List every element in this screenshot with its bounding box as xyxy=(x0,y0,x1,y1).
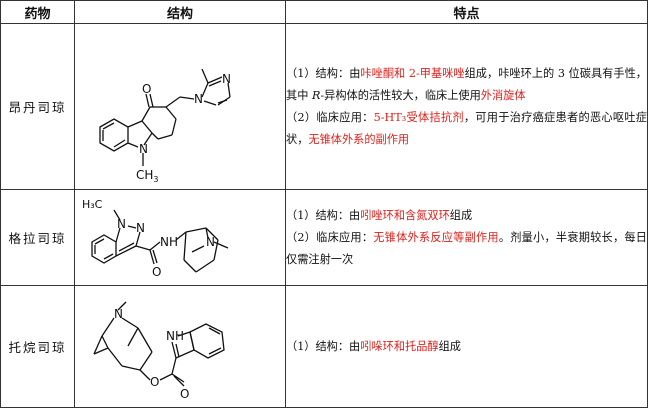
header-drug: 药物 xyxy=(0,0,75,24)
table-header-row: 药物 结构 特点 xyxy=(0,0,648,24)
bridge-nitrogen-label: N xyxy=(114,307,123,321)
feature-structure: （1）结构：由吲哚环和托品醇组成 xyxy=(286,339,461,353)
structure-cell: H₃C N N O NH N xyxy=(74,189,286,286)
imidazole-n3-label: N xyxy=(222,72,231,86)
methyl-label: CH3 xyxy=(136,168,159,184)
structure-cell: O N CH3 N N xyxy=(74,23,286,190)
carbonyl-oxygen-label: O xyxy=(142,82,151,96)
imidazole-n1-label: N xyxy=(194,92,203,106)
methyl-label: H₃C xyxy=(82,198,103,211)
header-structure: 结构 xyxy=(74,0,286,24)
granisetron-structure: H₃C N N O NH N xyxy=(82,198,229,279)
features-cell: （1）结构：由吲唑环和含氮双环组成 （2）临床应用：无锥体外系反应等副作用。剂量… xyxy=(285,189,648,286)
features-cell: （1）结构：由咔唑酮和 2-甲基咪唑组成，咔唑环上的 3 位碳具有手性，其中 R… xyxy=(285,23,648,190)
table-row-ondansetron: 昂丹司琼 xyxy=(0,23,648,190)
structure-cell: N O O NH xyxy=(74,285,286,408)
drug-name: 托烷司琼 xyxy=(0,285,75,408)
ester-oxygen-label: O xyxy=(150,375,159,389)
indazole-n1-label: N xyxy=(117,217,126,231)
bridge-nitrogen-label: N xyxy=(206,235,215,249)
indole-nh-label: NH xyxy=(166,329,184,343)
tropisetron-structure: N O O NH xyxy=(93,301,225,401)
feature-clinical-use: （2）临床应用：5-HT₃受体拮抗剂，可用于治疗癌症患者的恶心呕吐症状，无锥体外… xyxy=(286,110,647,146)
table-row-granisetron: 格拉司琼 xyxy=(0,189,648,286)
drug-name: 格拉司琼 xyxy=(0,189,75,286)
amide-nh-label: NH xyxy=(160,235,178,249)
indole-nitrogen-label: N xyxy=(139,142,148,156)
ondansetron-structure: O N CH3 N N xyxy=(99,68,231,184)
feature-clinical-use: （2）临床应用：无锥体外系反应等副作用。剂量小，半衰期较长，每日仅需注射一次 xyxy=(286,230,647,266)
feature-structure: （1）结构：由吲唑环和含氮双环组成 xyxy=(286,208,473,222)
drug-name: 昂丹司琼 xyxy=(0,23,75,190)
carbonyl-oxygen-label: O xyxy=(152,265,161,279)
header-features: 特点 xyxy=(285,0,648,24)
features-cell: （1）结构：由吲哚环和托品醇组成 xyxy=(285,285,648,408)
table-row-tropisetron: 托烷司琼 xyxy=(0,285,648,408)
indazole-n2-label: N xyxy=(136,221,145,235)
carbonyl-oxygen-label: O xyxy=(180,387,189,401)
feature-structure: （1）结构：由咔唑酮和 2-甲基咪唑组成，咔唑环上的 3 位碳具有手性，其中 R… xyxy=(286,66,647,102)
